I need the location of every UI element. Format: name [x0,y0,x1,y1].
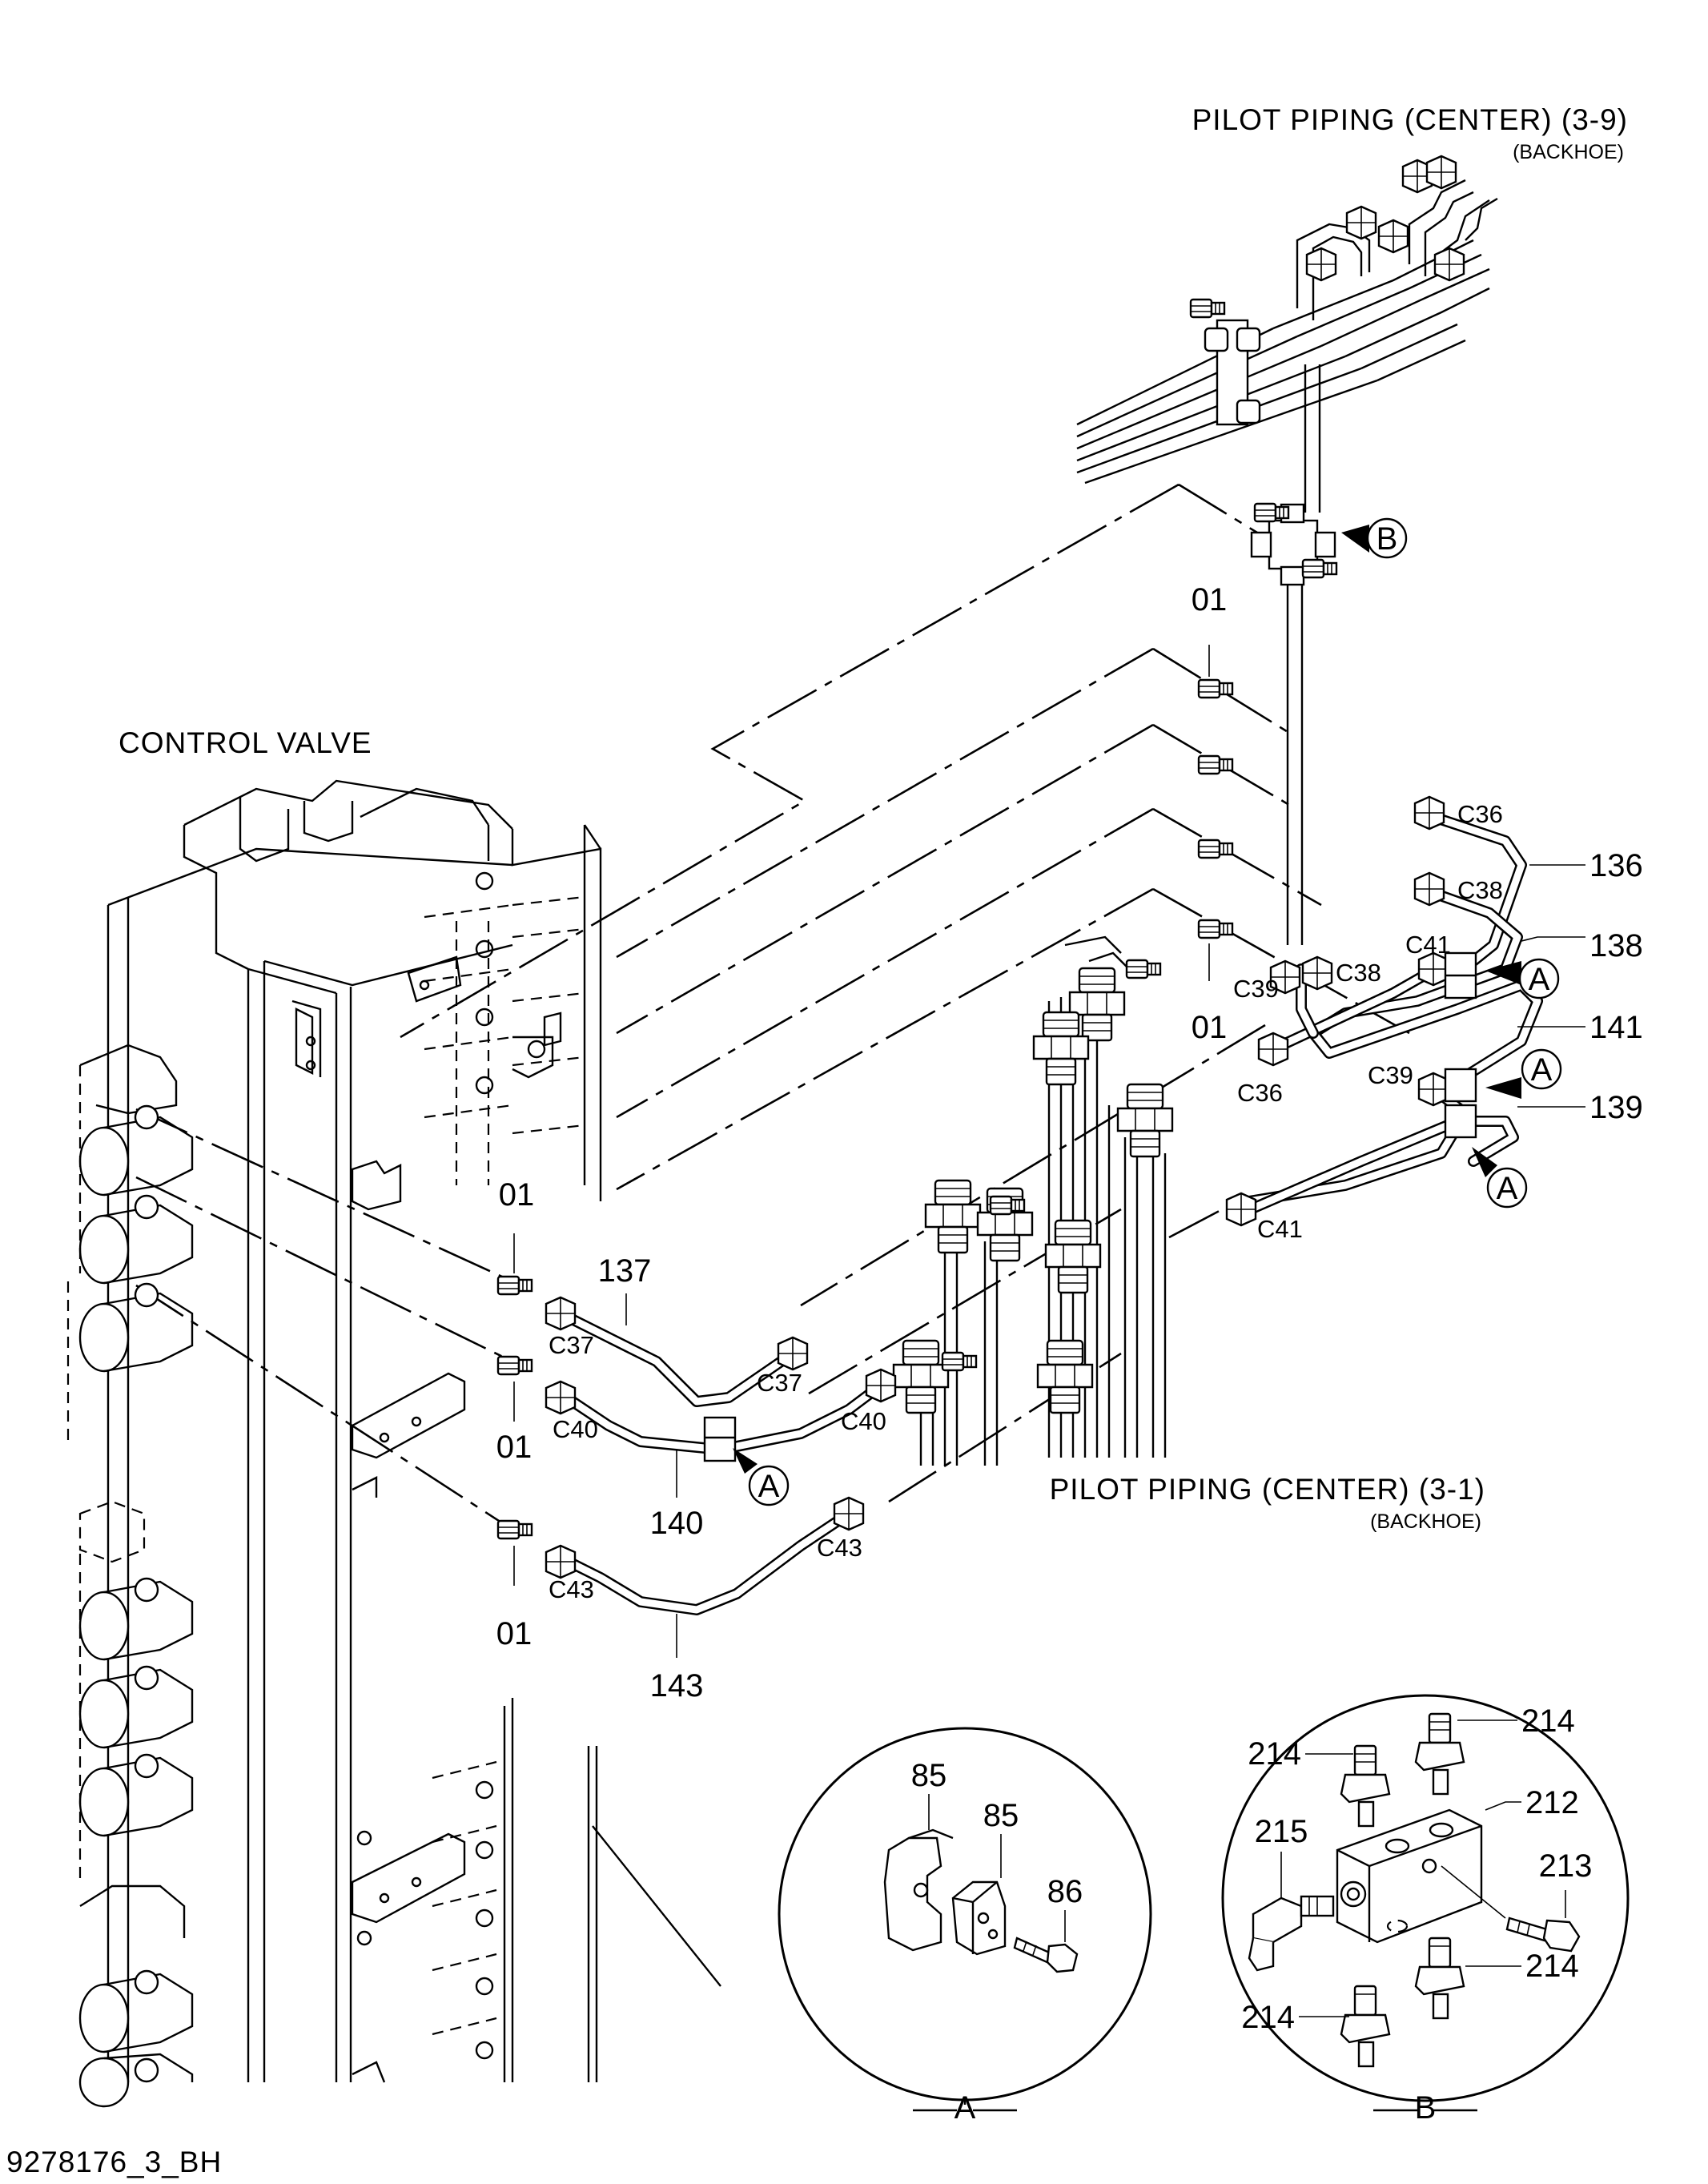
callout-a-label: A [758,1469,780,1504]
callout-a-label: A [1497,1171,1518,1206]
connection-label-c40: C40 [553,1415,598,1443]
part-label-85: 85 [911,1758,947,1793]
part-label-214: 214 [1241,2000,1295,2035]
title-pilot-piping-bottom: PILOT PIPING (CENTER) (3-1) [1050,1473,1485,1506]
elbow-part-215 [1248,1895,1335,1972]
fittings-01-upper [1197,678,1234,939]
part-label-136: 136 [1589,848,1643,883]
pilot-piping-top-bundle [1076,155,1498,513]
callout-a-right-3: A [1472,1147,1528,1209]
callout-a-right-1: A [1485,958,1560,999]
control-valve-body [106,779,602,2082]
connection-label-c38: C38 [1457,876,1503,904]
connection-label-c37: C37 [549,1331,594,1359]
fittings-01-lower [496,1275,533,1540]
part-label-140: 140 [650,1506,704,1541]
clamp-part-85-open [883,1828,954,1952]
part-label-214: 214 [1248,1736,1301,1772]
callout-a-label: A [1529,962,1550,997]
plug-part-214-top-left [1340,1744,1391,1828]
part-label-215: 215 [1255,1814,1308,1849]
callout-a-label: A [1531,1052,1553,1088]
part-label-01: 01 [499,1177,535,1213]
part-label-86: 86 [1047,1874,1083,1909]
routing-phantom-lines [135,483,1410,1531]
spool-caps [66,1044,194,2108]
part-label-214: 214 [1525,1949,1579,1984]
part-label-213: 213 [1539,1848,1593,1884]
pipes-left-group [545,1296,897,1615]
plug-part-214-top-right [1414,1712,1465,1796]
part-label-143: 143 [650,1668,704,1703]
callout-b-top: B [1341,517,1408,559]
connection-label-c39: C39 [1368,1061,1413,1089]
control-valve-lower [351,1372,721,2083]
connection-label-c37: C37 [757,1369,802,1397]
part-label-214: 214 [1521,1703,1575,1739]
bolt-part-213 [1441,1865,1581,1953]
connection-label-c41: C41 [1405,931,1451,959]
callout-a-right-2: A [1485,1048,1562,1099]
title-pilot-piping-top: PILOT PIPING (CENTER) (3-9) [1192,103,1628,136]
pipes-right-group [1225,795,1543,1227]
subtitle-pilot-piping-bottom: (BACKHOE) [1370,1510,1481,1533]
part-label-01: 01 [1192,1010,1228,1045]
plug-part-214-bottom-left [1340,1985,1391,2068]
part-label-85: 85 [983,1798,1019,1833]
detail-b-title: B [1415,2090,1437,2126]
detail-view-a: A 85 85 86 [778,1727,1152,2126]
part-label-01: 01 [496,1430,532,1465]
connection-label-c38: C38 [1336,959,1381,987]
connection-label-c36: C36 [1457,800,1503,828]
connection-label-c36: C36 [1237,1079,1283,1107]
callout-a-left: A [733,1448,790,1506]
detail-a-title: A [954,2090,976,2126]
detail-view-b: B [1221,1694,1630,2126]
part-label-137: 137 [598,1253,652,1289]
part-label-141: 141 [1589,1010,1643,1045]
leader-lines [513,645,1585,1658]
bolt-part-86 [987,1929,1079,1973]
connection-label-c41: C41 [1257,1215,1303,1243]
callout-b-label: B [1376,521,1398,557]
part-label-138: 138 [1589,928,1643,963]
connection-label-c40: C40 [841,1407,886,1435]
part-label-01: 01 [1192,582,1228,617]
part-label-139: 139 [1589,1090,1643,1125]
connection-label-c43: C43 [549,1575,594,1603]
junction-block-b [1250,502,1338,945]
part-label-212: 212 [1525,1785,1579,1820]
connection-label-c39: C39 [1233,975,1279,1003]
clamp-part-85-closed [951,1880,1007,1956]
block-part-212 [1336,1808,1483,1944]
subtitle-pilot-piping-top: (BACKHOE) [1513,141,1624,163]
drawing-number: 9278176_3_BH [6,2146,222,2178]
connection-label-c43: C43 [817,1534,862,1562]
plug-part-214-bottom-right [1414,1937,1465,2020]
pilot-piping-center-bundle [892,935,1174,1466]
title-control-valve: CONTROL VALVE [119,726,372,759]
part-label-01: 01 [496,1616,532,1651]
